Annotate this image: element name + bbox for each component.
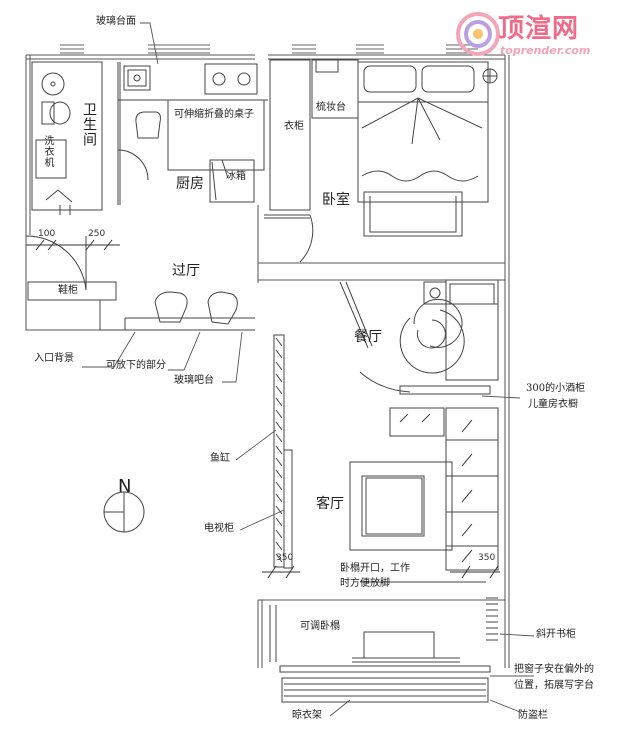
bathroom-fixtures <box>31 61 103 215</box>
glass-bar-callout: 玻璃吧台 <box>174 375 214 386</box>
tatami-note-line1: 卧榻开口，工作 <box>340 563 410 574</box>
leader-lines <box>82 22 535 717</box>
shoe-cabinet-label: 鞋柜 <box>58 285 78 296</box>
bookcase-callout: 斜开书柜 <box>536 629 576 640</box>
entry-wall-callout: 入口背景 <box>34 353 74 364</box>
wine-cabinet-callout: 300的小酒柜 <box>526 383 586 394</box>
tv-cabinet-callout: 电视柜 <box>204 523 234 534</box>
window-note-line1: 把窗子安在偏外的 <box>514 664 594 675</box>
room-dining-label: 餐厅 <box>354 329 382 345</box>
window-note-line2: 位置，拓展写字台 <box>514 680 594 691</box>
tatami-label: 可调卧榻 <box>300 621 340 632</box>
watermark-logo <box>456 12 500 56</box>
glass-counter-callout: 玻璃台面 <box>96 16 136 27</box>
fridge-label: 冰箱 <box>226 171 246 182</box>
tatami-note-line2: 时方便放脚 <box>340 578 390 589</box>
folding-table-label: 可伸缩折叠的桌子 <box>174 109 254 120</box>
guard-rail-callout: 防盗栏 <box>518 710 548 721</box>
bedroom-fixtures <box>264 59 498 263</box>
room-living-label: 客厅 <box>316 496 344 512</box>
kitchen-fixtures <box>117 62 268 205</box>
exterior-walls <box>25 54 510 668</box>
compass-north-label: N <box>118 476 132 497</box>
drying-rack-callout: 晾衣架 <box>292 710 322 721</box>
hall-fixtures <box>25 235 255 331</box>
dining-fixtures <box>339 279 499 395</box>
watermark-url: toprender.com <box>500 44 591 57</box>
drop-part-callout: 可放下的部分 <box>106 360 166 371</box>
room-kitchen-label: 厨房 <box>176 176 204 192</box>
washer-label: 洗衣机 <box>42 135 53 168</box>
dimension-350-left: 350 <box>276 553 294 563</box>
dimension-350-right: 350 <box>478 553 496 563</box>
kids-wardrobe-callout: 儿童房衣橱 <box>528 399 578 410</box>
room-hall-label: 过厅 <box>172 263 200 279</box>
wardrobe-label: 衣柜 <box>284 121 304 132</box>
dimension-250: 250 <box>88 229 106 239</box>
watermark-brand: 顶渲网 <box>498 14 580 44</box>
dresser-label: 梳妆台 <box>316 102 346 113</box>
room-bathroom-label: 卫生间 <box>81 102 97 147</box>
balcony-fixtures <box>269 597 498 703</box>
dimension-100: 100 <box>38 229 56 239</box>
living-fixtures <box>103 334 499 583</box>
window-marks <box>60 44 478 54</box>
fish-tank-callout: 鱼缸 <box>210 453 230 464</box>
room-bedroom-label: 卧室 <box>322 192 350 208</box>
dimension-marks <box>26 239 500 579</box>
